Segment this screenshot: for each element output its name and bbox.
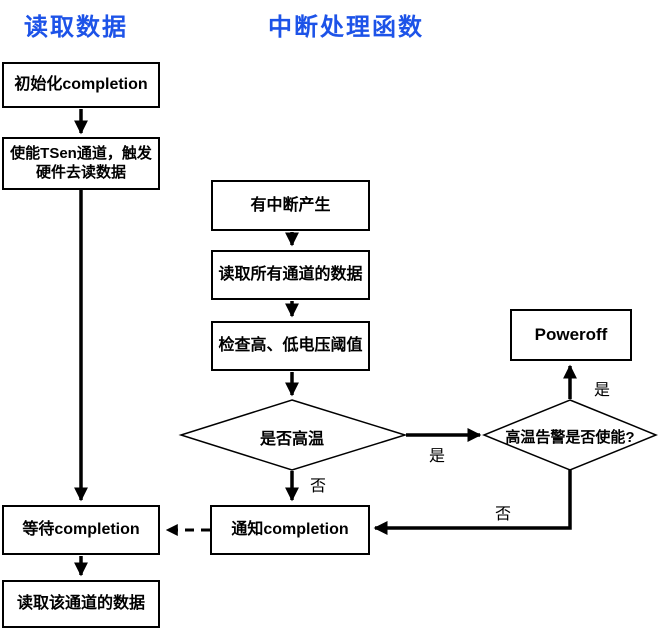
node-read-channel-data: 读取该通道的数据 bbox=[2, 580, 160, 628]
node-enable-tsen-line1: 使能TSen通道，触发 bbox=[10, 144, 152, 162]
node-init-completion-label: 初始化completion bbox=[14, 76, 148, 93]
edge-label-hightemp-no: 否 bbox=[310, 478, 327, 495]
title-read-data: 读取数据 bbox=[24, 14, 128, 41]
edge-label-alarm-no: 否 bbox=[495, 506, 512, 523]
node-check-thresholds: 检查高、低电压阈值 bbox=[211, 321, 370, 371]
node-read-all-channels-label: 读取所有通道的数据 bbox=[218, 266, 363, 283]
node-enable-tsen-line2: 硬件去读数据 bbox=[35, 163, 126, 181]
diamond-alarm-enabled bbox=[482, 399, 658, 471]
node-notify-completion: 通知completion bbox=[210, 505, 370, 555]
title-interrupt-handler: 中断处理函数 bbox=[268, 14, 424, 41]
node-init-completion: 初始化completion bbox=[2, 62, 160, 108]
edge-label-alarm-yes: 是 bbox=[594, 382, 611, 399]
edge-label-hightemp-yes: 是 bbox=[429, 448, 446, 465]
arrow-alarm-no-to-notify bbox=[373, 470, 572, 535]
node-check-thresholds-label: 检查高、低电压阈值 bbox=[218, 337, 363, 354]
node-wait-completion: 等待completion bbox=[2, 505, 160, 555]
diamond-is-high-temp-label: 是否高温 bbox=[259, 431, 324, 448]
node-poweroff-label: Poweroff bbox=[534, 325, 608, 345]
node-notify-completion-label: 通知completion bbox=[231, 521, 349, 538]
node-read-channel-data-label: 读取该通道的数据 bbox=[16, 595, 145, 612]
diamond-is-high-temp bbox=[178, 399, 408, 471]
node-interrupt-occurs: 有中断产生 bbox=[211, 180, 370, 231]
node-enable-tsen: 使能TSen通道，触发 硬件去读数据 bbox=[2, 137, 160, 190]
node-read-all-channels: 读取所有通道的数据 bbox=[211, 250, 370, 300]
node-poweroff: Poweroff bbox=[510, 309, 632, 361]
diamond-alarm-enabled-label: 高温告警是否使能? bbox=[505, 429, 635, 446]
node-wait-completion-label: 等待completion bbox=[22, 521, 140, 538]
node-interrupt-occurs-label: 有中断产生 bbox=[250, 196, 331, 214]
